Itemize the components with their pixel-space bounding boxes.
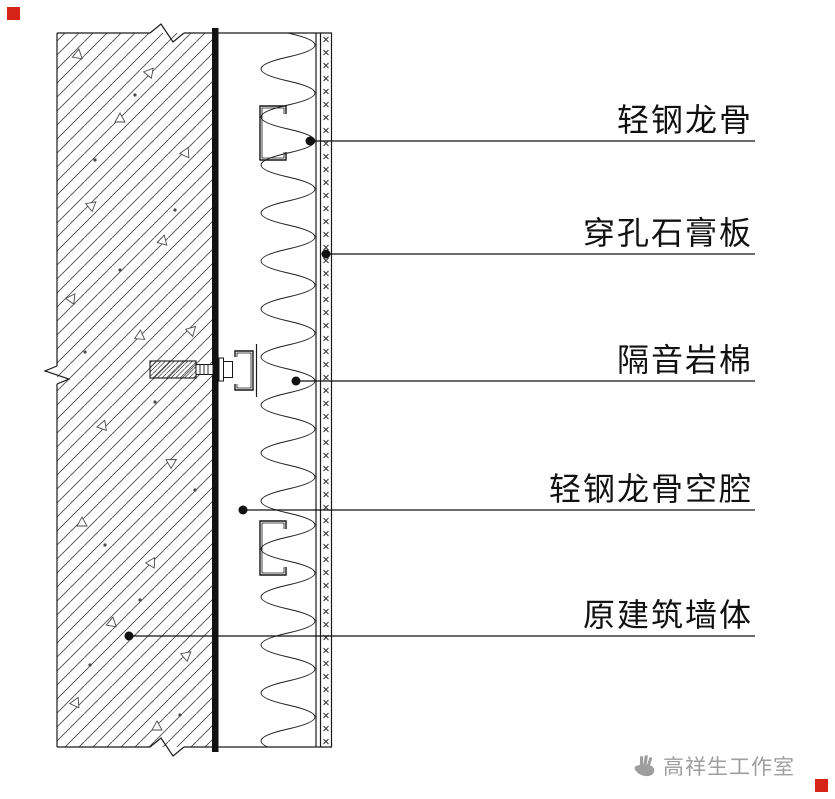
original-wall-hatch — [57, 33, 212, 747]
label-light-steel-keel: 轻钢龙骨 — [616, 102, 753, 138]
expansion-anchor-assembly — [149, 344, 258, 397]
label-perforated-gypsum-board: 穿孔石膏板 — [582, 215, 753, 251]
leader-lines — [124, 136, 755, 641]
corner-mark-top-left — [7, 7, 20, 20]
studio-watermark: 高祥生工作室 — [632, 751, 795, 781]
rockwool-insulation-symbol — [260, 33, 316, 747]
corner-mark-bottom-right — [815, 779, 828, 792]
label-rockwool-insulation: 隔音岩棉 — [616, 342, 753, 378]
label-keel-cavity: 轻钢龙骨空腔 — [548, 471, 753, 507]
section-boundaries — [43, 23, 332, 757]
steel-stud-bottom — [259, 520, 287, 576]
label-original-wall: 原建筑墙体 — [582, 597, 753, 633]
studio-watermark-text: 高祥生工作室 — [663, 755, 795, 779]
wall-face-line — [212, 28, 219, 752]
steel-stud-top — [259, 105, 287, 161]
perforated-gypsum-board — [315, 33, 333, 747]
studio-logo-hand-icon — [632, 754, 658, 778]
